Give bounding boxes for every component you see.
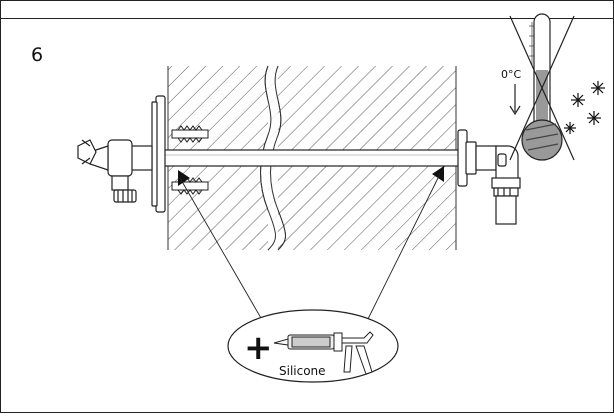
seal-arrow-right: [432, 166, 444, 182]
right-flange: [457, 129, 477, 187]
seal-arrow-left: [178, 170, 190, 186]
snowflake-icon: [564, 81, 605, 134]
frame-top-band: [0, 0, 614, 19]
temperature-drop-arrow: [509, 84, 521, 116]
caulking-gun-icon: [273, 331, 374, 375]
thermometer-crossed-out-icon: [521, 13, 563, 161]
left-flange: [151, 95, 166, 213]
temperature-label: 0°C: [501, 68, 521, 81]
silicone-label: Silicone: [279, 364, 326, 378]
leader-line-left: [179, 177, 266, 326]
cross-line-2: [509, 15, 575, 161]
elbow-fitting: [475, 145, 521, 225]
plus-sign: +: [244, 328, 273, 368]
wall-anchors: [171, 125, 209, 195]
leader-line-right: [364, 173, 441, 326]
step-number: 6: [31, 44, 43, 66]
pipe: [149, 149, 469, 167]
outdoor-tap: [77, 139, 153, 203]
